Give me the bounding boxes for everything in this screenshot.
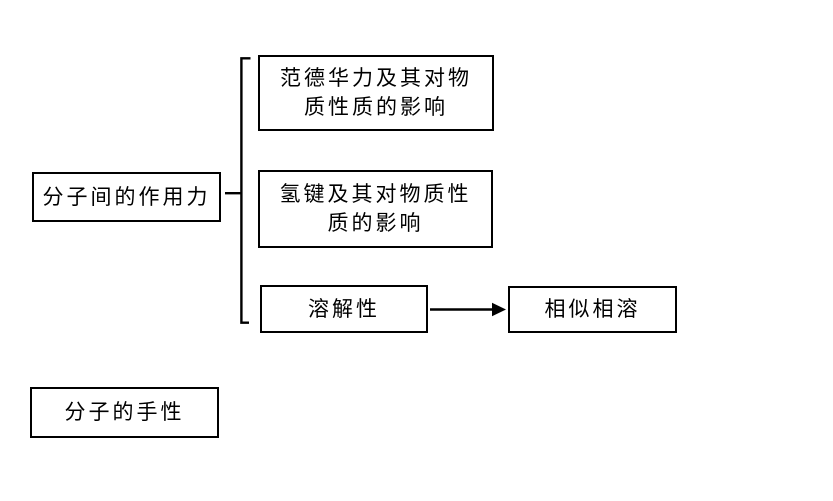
node-hydrogen-bond: 氢键及其对物质性 质的影响: [258, 170, 493, 248]
node-solubility: 溶解性: [260, 285, 428, 333]
arrowhead-icon: [492, 302, 506, 317]
bracket-connector: [240, 57, 251, 324]
node-hydrogen-bond-label-line1: 氢键及其对物质性: [279, 183, 472, 206]
node-solubility-label: 溶解性: [308, 297, 380, 321]
node-intermolecular-forces: 分子间的作用力: [32, 172, 221, 222]
node-van-der-waals-label-line1: 范德华力及其对物: [280, 67, 472, 90]
node-molecular-chirality-label: 分子的手性: [64, 401, 185, 424]
node-hydrogen-bond-label-line2: 质的影响: [327, 212, 424, 235]
node-intermolecular-forces-label: 分子间的作用力: [42, 185, 211, 209]
node-molecular-chirality: 分子的手性: [30, 387, 219, 438]
node-like-dissolves-like: 相似相溶: [508, 286, 677, 333]
node-van-der-waals: 范德华力及其对物 质性质的影响: [258, 55, 494, 131]
node-like-dissolves-like-label: 相似相溶: [544, 298, 641, 321]
node-van-der-waals-label-line2: 质性质的影响: [304, 96, 448, 119]
